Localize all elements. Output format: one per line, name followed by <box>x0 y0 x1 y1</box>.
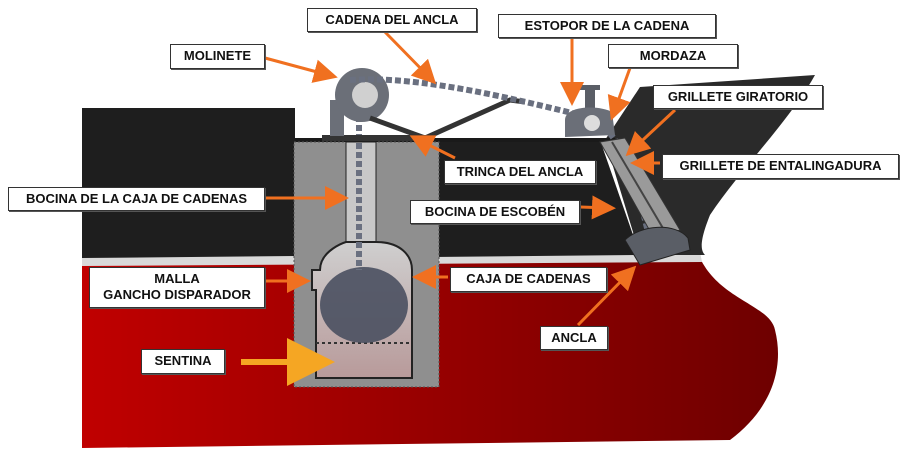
arrow-mordaza <box>607 67 632 121</box>
anchor <box>624 226 691 266</box>
arrow-giratorio <box>625 108 677 157</box>
anchor-lashing <box>369 97 526 141</box>
label-malla-gancho: MALLA GANCHO DISPARADOR <box>89 267 265 308</box>
label-bocina-caja-cadenas: BOCINA DE LA CAJA DE CADENAS <box>8 187 265 211</box>
deck <box>295 138 615 142</box>
label-sentina: SENTINA <box>141 349 225 374</box>
chain-pile <box>320 267 408 343</box>
label-grillete-entalingadura: GRILLETE DE ENTALINGADURA <box>662 154 899 179</box>
label-bocina-escoben: BOCINA DE ESCOBÉN <box>410 200 580 224</box>
label-mordaza: MORDAZA <box>608 44 738 68</box>
label-cadena-del-ancla: CADENA DEL ANCLA <box>307 8 477 32</box>
arrow-cadena <box>383 30 437 85</box>
hull-topside-left <box>82 108 295 258</box>
windlass-base <box>322 135 434 141</box>
arrow-trinca <box>409 135 456 160</box>
label-malla-line1: MALLA <box>154 271 200 286</box>
arrow-ancla <box>576 265 637 327</box>
arrow-molinete <box>264 56 338 83</box>
chain-stopper <box>565 85 615 137</box>
leader-arrows <box>264 30 677 327</box>
label-estopor: ESTOPOR DE LA CADENA <box>498 14 716 38</box>
label-caja-de-cadenas: CAJA DE CADENAS <box>450 267 607 292</box>
label-ancla: ANCLA <box>540 326 608 350</box>
label-grillete-giratorio: GRILLETE GIRATORIO <box>653 85 823 109</box>
label-molinete: MOLINETE <box>170 44 265 69</box>
label-malla-line2: GANCHO DISPARADOR <box>103 287 251 302</box>
hawse-pipe <box>599 137 681 241</box>
label-trinca-del-ancla: TRINCA DEL ANCLA <box>444 160 596 184</box>
arrow-bocina-escoben <box>579 195 616 220</box>
